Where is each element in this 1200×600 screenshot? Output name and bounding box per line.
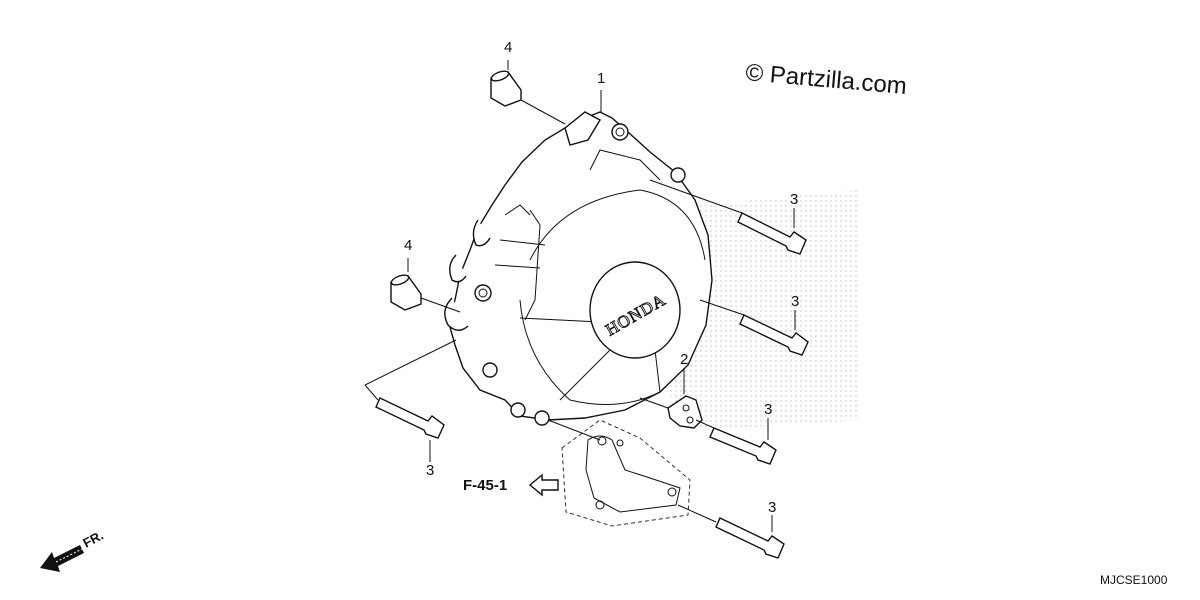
collar-top (490, 70, 522, 107)
leader-lines (364, 60, 796, 532)
bolt-5 (375, 397, 445, 439)
callout-3-bolt-4: 3 (768, 499, 776, 516)
wire-clamp-bracket (667, 395, 703, 429)
reference-label: F-45-1 (463, 477, 507, 494)
callout-1: 1 (597, 70, 605, 87)
callout-4-top: 4 (504, 39, 512, 56)
reference-arrow-icon (528, 473, 559, 497)
reference-bracket (561, 419, 691, 527)
bolt-1 (737, 212, 807, 255)
callout-3-bolt-1: 3 (790, 191, 798, 208)
diagram-code: MJCSE1000 (1100, 573, 1168, 587)
bolt-2 (739, 314, 809, 356)
callout-3-bolt-2: 3 (791, 293, 799, 310)
callout-3-bolt-5: 3 (426, 462, 434, 479)
bolt-4 (715, 517, 785, 559)
callout-2: 2 (680, 351, 688, 368)
front-direction-arrow-icon (40, 545, 84, 572)
left-crankcase-cover: HONDA (444, 111, 713, 426)
callout-4-left: 4 (404, 237, 412, 254)
bolt-3 (709, 427, 777, 465)
callout-3-bolt-3: 3 (764, 401, 772, 418)
watermark: © Partzilla.com (744, 59, 907, 100)
front-label: FR. (80, 528, 106, 551)
collar-left (390, 274, 422, 311)
